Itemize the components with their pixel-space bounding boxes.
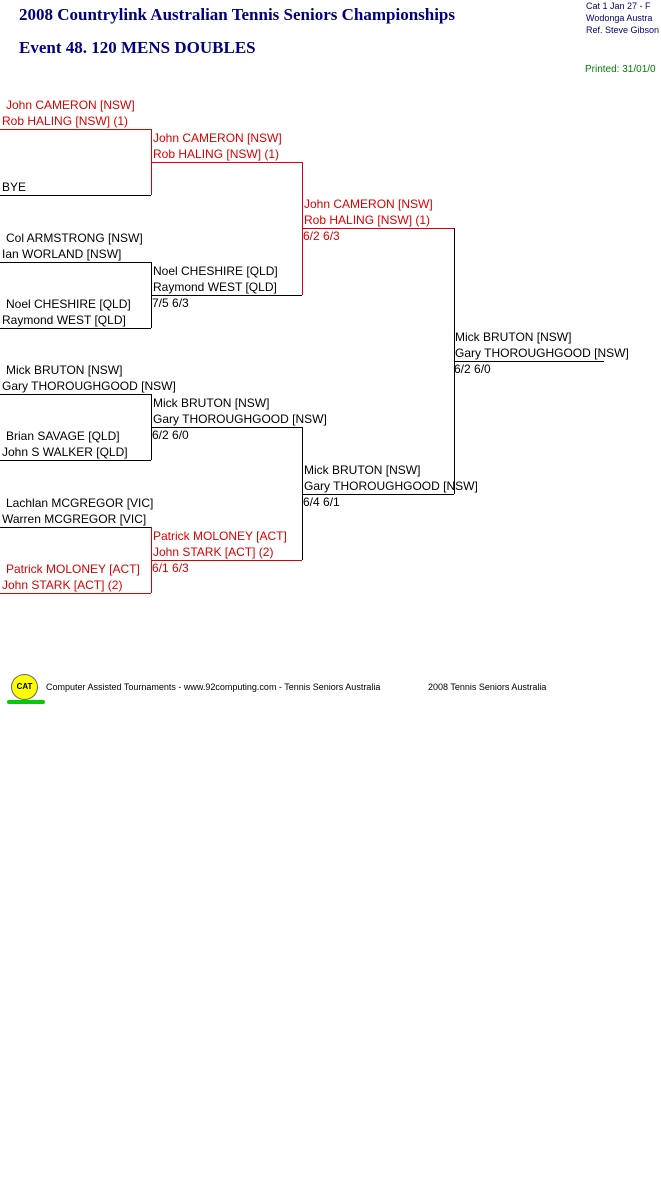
r2-m4-player2: John STARK [ACT] (2)	[153, 545, 274, 559]
sf-m2-line	[302, 494, 454, 495]
footer-copyright: 2008 Tennis Seniors Australia	[428, 682, 547, 692]
r2-m1-player2: Rob HALING [NSW] (1)	[153, 147, 280, 161]
cat-logo-icon: CAT	[11, 674, 38, 700]
r1-m8-line	[0, 593, 151, 594]
final-score: 6/2 6/0	[454, 362, 491, 376]
r1-m8-player2: John STARK [ACT] (2)	[2, 578, 123, 592]
r2-m2-score: 7/5 6/3	[152, 296, 189, 310]
r1-m4-player2: Raymond WEST [QLD]	[2, 313, 126, 327]
printed-date: Printed: 31/01/0	[585, 64, 656, 75]
r1-m7-player2: Warren MCGREGOR [VIC]	[2, 512, 147, 526]
r2-connector-2	[302, 427, 303, 560]
sf-m2-player1: Mick BRUTON [NSW]	[304, 463, 421, 477]
r1-m2-line	[0, 195, 151, 196]
r1-m5-player2: Gary THOROUGHGOOD [NSW]	[2, 379, 176, 393]
r2-m2-player1: Noel CHESHIRE [QLD]	[153, 264, 278, 278]
r1-m8-player1: Patrick MOLONEY [ACT]	[6, 562, 140, 576]
r2-m3-player2: Gary THOROUGHGOOD [NSW]	[153, 412, 327, 426]
r1-m7-player1: Lachlan MCGREGOR [VIC]	[6, 496, 154, 510]
r1-m3-line	[0, 262, 151, 263]
r2-m4-score: 6/1 6/3	[152, 561, 189, 575]
r1-m2-player2: BYE	[2, 180, 27, 194]
r2-m3-line	[151, 427, 302, 428]
r2-m1-line	[151, 162, 302, 163]
r1-m7-line	[0, 527, 151, 528]
cat-logo-bar	[7, 700, 45, 704]
r1-m6-line	[0, 460, 151, 461]
r2-m3-player1: Mick BRUTON [NSW]	[153, 396, 270, 410]
sf-m1-score: 6/2 6/3	[303, 229, 340, 243]
r1-m4-player1: Noel CHESHIRE [QLD]	[6, 297, 131, 311]
r1-m1-line	[0, 129, 151, 130]
r1-m4-line	[0, 328, 151, 329]
event-title: Event 48. 120 MENS DOUBLES	[19, 38, 256, 57]
sf-m1-player2: Rob HALING [NSW] (1)	[304, 213, 431, 227]
tournament-title: 2008 Countrylink Australian Tennis Senio…	[19, 5, 456, 24]
final-player1: Mick BRUTON [NSW]	[455, 330, 572, 344]
r2-m1-player1: John CAMERON [NSW]	[153, 131, 282, 145]
r2-m4-line	[151, 560, 302, 561]
r1-m3-player1: Col ARMSTRONG [NSW]	[6, 231, 143, 245]
final-line	[454, 361, 604, 362]
r2-m3-score: 6/2 6/0	[152, 428, 189, 442]
sf-m1-line	[302, 228, 454, 229]
sf-m1-player1: John CAMERON [NSW]	[304, 197, 433, 211]
r1-m6-player1: Brian SAVAGE [QLD]	[6, 429, 120, 443]
r1-m5-player1: Mick BRUTON [NSW]	[6, 363, 123, 377]
r1-m3-player2: Ian WORLAND [NSW]	[2, 247, 122, 261]
meta-location: Wodonga Austra	[586, 13, 653, 23]
r2-m2-player2: Raymond WEST [QLD]	[153, 280, 277, 294]
r1-m1-player2: Rob HALING [NSW] (1)	[2, 114, 129, 128]
r2-m4-player1: Patrick MOLONEY [ACT]	[153, 529, 287, 543]
sf-m2-player2: Gary THOROUGHGOOD [NSW]	[304, 479, 478, 493]
meta-category: Cat 1 Jan 27 - F	[586, 1, 651, 11]
r2-m2-line	[151, 295, 302, 296]
final-player2: Gary THOROUGHGOOD [NSW]	[455, 346, 629, 360]
meta-referee: Ref. Steve Gibson	[586, 25, 660, 35]
r1-m5-line	[0, 394, 151, 395]
r1-m6-player2: John S WALKER [QLD]	[2, 445, 128, 459]
r1-m1-player1: John CAMERON [NSW]	[6, 98, 135, 112]
sf-m2-score: 6/4 6/1	[303, 495, 340, 509]
footer-credit: Computer Assisted Tournaments - www.92co…	[46, 682, 381, 692]
